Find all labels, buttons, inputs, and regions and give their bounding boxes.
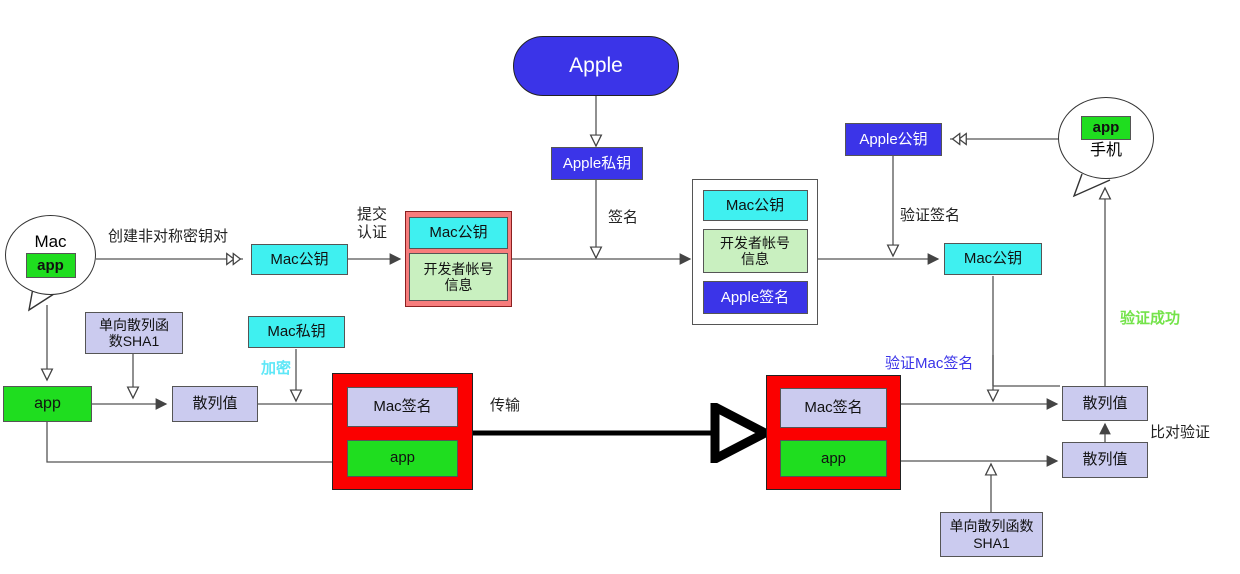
- phone-app-badge: app: [1081, 115, 1131, 140]
- cert-apple-signature: Apple签名: [702, 281, 808, 314]
- label-sign: 签名: [608, 209, 639, 226]
- cert-developer-info: 开发者帐号 信息: [702, 229, 808, 273]
- mac-private-key[interactable]: Mac私钥: [248, 316, 345, 348]
- csr-developer-info-text: 开发者帐号 信息: [423, 260, 494, 293]
- cert-mac-public-key: Mac公钥: [702, 190, 808, 221]
- package-left-mac-signature: Mac签名: [347, 386, 458, 427]
- mac-public-key-right[interactable]: Mac公钥: [944, 243, 1042, 275]
- hash-function-right-text: 单向散列函数 SHA1: [949, 518, 1034, 551]
- mac-public-key-left[interactable]: Mac公钥: [251, 244, 348, 275]
- csr-developer-info: 开发者帐号 信息: [409, 253, 508, 301]
- phone-device[interactable]: app 手机: [1058, 97, 1154, 179]
- app-source-left[interactable]: app: [3, 386, 92, 422]
- label-verify-mac-signature: 验证Mac签名: [885, 355, 974, 372]
- hash-function-left[interactable]: 单向散列函 数SHA1: [85, 312, 183, 354]
- label-verify-signature: 验证签名: [900, 207, 961, 224]
- csr-mac-public-key: Mac公钥: [409, 217, 508, 249]
- hash-function-right[interactable]: 单向散列函数 SHA1: [940, 512, 1043, 557]
- package-right-app: app: [780, 440, 887, 477]
- apple-private-key[interactable]: Apple私钥: [551, 147, 643, 180]
- mac-device[interactable]: Mac app: [5, 215, 96, 295]
- apple-node[interactable]: Apple: [513, 36, 679, 96]
- label-compare-verify: 比对验证: [1150, 424, 1211, 441]
- package-right-mac-signature: Mac签名: [780, 388, 887, 428]
- signed-package-left[interactable]: Mac签名 app: [332, 373, 473, 490]
- label-transmit: 传输: [490, 397, 521, 414]
- hash-value-left[interactable]: 散列值: [172, 386, 258, 422]
- phone-device-title: 手机: [1089, 141, 1122, 159]
- apple-public-key[interactable]: Apple公钥: [845, 123, 942, 156]
- hash-value-from-signature[interactable]: 散列值: [1062, 386, 1148, 421]
- csr-package[interactable]: Mac公钥 开发者帐号 信息: [405, 211, 512, 307]
- hash-function-left-text: 单向散列函 数SHA1: [99, 316, 169, 349]
- hash-value-from-app[interactable]: 散列值: [1062, 442, 1148, 478]
- signed-package-right[interactable]: Mac签名 app: [766, 375, 901, 490]
- certificate-package[interactable]: Mac公钥 开发者帐号 信息 Apple签名: [692, 179, 818, 325]
- package-left-app: app: [347, 439, 458, 477]
- cert-developer-info-text: 开发者帐号 信息: [720, 234, 790, 267]
- mac-device-title: Mac: [34, 231, 67, 251]
- label-create-keypair: 创建非对称密钥对: [108, 228, 229, 245]
- label-verify-success: 验证成功: [1120, 310, 1181, 327]
- label-submit-auth: 提交 认证: [357, 206, 388, 242]
- mac-app-badge: app: [25, 253, 76, 279]
- label-encrypt: 加密: [261, 360, 292, 377]
